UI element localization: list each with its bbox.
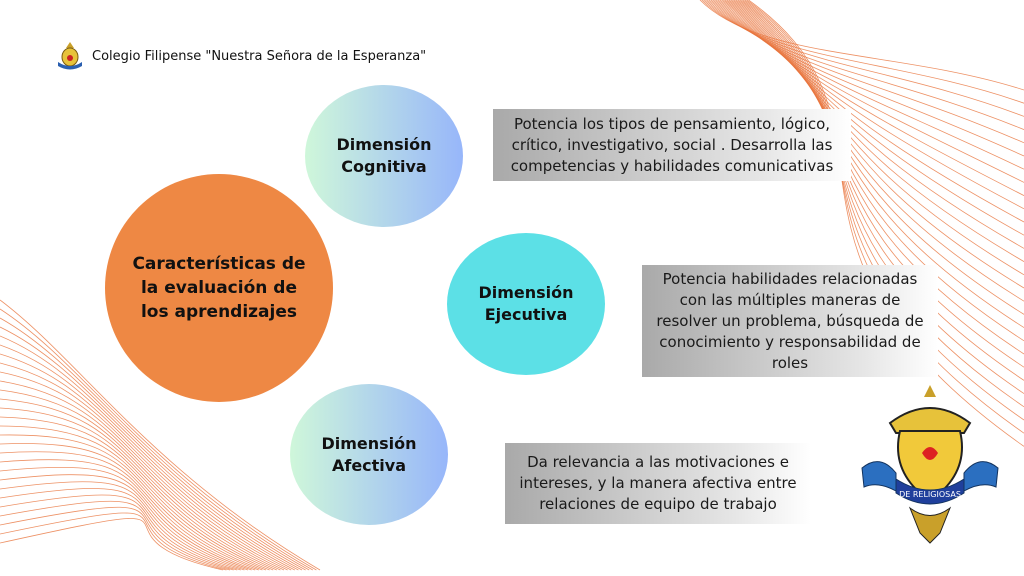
wave-line [714, 0, 1024, 196]
wave-line [0, 407, 277, 571]
wave-line [0, 362, 295, 571]
wave-line [0, 317, 313, 571]
wave-line [0, 434, 267, 571]
wave-line [0, 500, 234, 571]
wave-line [0, 398, 281, 571]
wave-line [0, 335, 306, 571]
wave-line [0, 481, 245, 571]
school-logo-icon [58, 42, 82, 70]
wave-line [0, 474, 249, 571]
wave-line [0, 443, 263, 571]
wave-line [0, 299, 321, 571]
dimension-ejecutiva-circle: Dimensión Ejecutiva [447, 233, 605, 375]
wave-line [712, 0, 1024, 183]
wave-line [0, 326, 310, 571]
wave-line [708, 0, 1024, 157]
wave-line [0, 371, 292, 571]
wave-line [0, 416, 274, 571]
svg-text:DE RELIGIOSAS: DE RELIGIOSAS [899, 490, 961, 499]
wave-line [717, 0, 1024, 223]
wave-line [0, 512, 227, 571]
wave-line [0, 353, 299, 571]
wave-line [0, 494, 238, 571]
wave-line [0, 389, 285, 571]
wave-line [0, 344, 303, 571]
wave-line [0, 488, 241, 571]
school-name: Colegio Filipense "Nuestra Señora de la … [92, 48, 427, 64]
wave-line [0, 466, 252, 571]
afectiva-description: Da relevancia a las motivaciones e inter… [505, 443, 811, 524]
ejecutiva-description: Potencia habilidades relacionadas con la… [642, 265, 938, 377]
cognitiva-description: Potencia los tipos de pensamiento, lógic… [493, 109, 851, 181]
wave-line [0, 380, 288, 571]
wave-line [0, 518, 223, 571]
wave-line [705, 0, 1024, 130]
wave-line [706, 0, 1024, 144]
wave-line [703, 0, 1024, 117]
wave-line [0, 451, 259, 571]
wave-line [0, 459, 256, 571]
wave-line [715, 0, 1024, 210]
wave-line [701, 0, 1024, 104]
header: Colegio Filipense "Nuestra Señora de la … [56, 40, 426, 72]
wave-line [0, 506, 231, 571]
wave-line [710, 0, 1024, 170]
wave-line [0, 425, 270, 571]
wave-line [0, 308, 317, 571]
dimension-afectiva-circle: Dimensión Afectiva [290, 384, 448, 525]
dimension-cognitiva-circle: Dimensión Cognitiva [305, 85, 463, 227]
crest-logo-icon: DE RELIGIOSAS [861, 385, 999, 544]
main-topic-circle: Características de la evaluación de los … [105, 174, 333, 402]
